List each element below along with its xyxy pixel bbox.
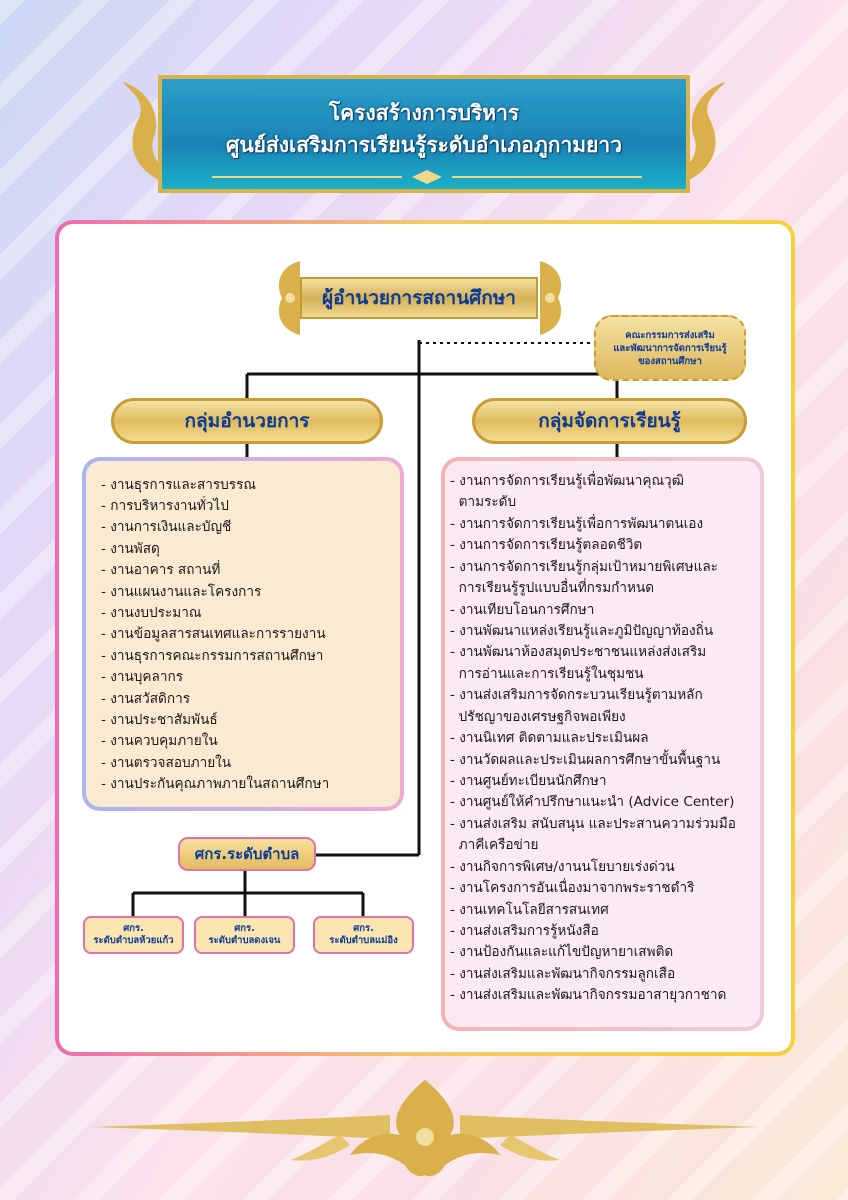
admin-item: - งานพัสดุ (101, 537, 160, 559)
learn-item: - งานส่งเสริมการรู้หนังสือ (450, 919, 599, 941)
learn-item: - งานส่งเสริม สนับสนุน และประสานความร่วม… (450, 812, 736, 834)
bottom-ornament (90, 1075, 760, 1180)
admin-item: - งานการเงินและบัญชี (101, 515, 231, 537)
learn-item: - งานเทคโนโลยีสารสนเทศ (450, 898, 609, 920)
admin-item: - การบริหารงานทั่วไป (101, 494, 229, 516)
learn-item: - งานศูนย์ทะเบียนนักศึกษา (450, 769, 606, 791)
learn-item: การเรียนรู้รูปแบบอื่นที่กรมกำหนด (450, 576, 654, 598)
learn-item: - งานส่งเสริมและพัฒนากิจกรรมอาสายุวกาชาด (450, 983, 726, 1005)
director-box: ผู้อำนวยการสถานศึกษา (300, 277, 538, 319)
learn-item: - งานเทียบโอนการศึกษา (450, 598, 594, 620)
subdistrict-heading: ศกร.ระดับตำบล (178, 837, 316, 871)
admin-item: - งานธุรการคณะกรรมการสถานศึกษา (101, 644, 323, 666)
admin-item: - งานงบประมาณ (101, 601, 202, 623)
learn-item: - งานป้องกันและแก้ไขปัญหายาเสพติด (450, 940, 673, 962)
subdistrict-unit-line2: ระดับตำบลดงเจน (209, 935, 281, 947)
learn-item: ภาคีเครือข่าย (450, 833, 538, 855)
subdistrict-unit-line1: ศกร. (123, 923, 144, 935)
subdistrict-unit-line1: ศกร. (353, 923, 374, 935)
director-right-ornament (538, 256, 568, 340)
learn-item: ปรัชญาของเศรษฐกิจพอเพียง (450, 705, 626, 727)
admin-group-heading: กลุ่มอำนวยการ (111, 398, 383, 444)
learn-item: การอ่านและการเรียนรู้ในชุมชน (450, 662, 644, 684)
subdistrict-unit-line1: ศกร. (234, 923, 255, 935)
learn-item: - งานการจัดการเรียนรู้กลุ่มเป้าหมายพิเศษ… (450, 555, 718, 577)
committee-line2: และพัฒนาการจัดการเรียนรู้ (613, 342, 726, 355)
admin-item: - งานบุคลากร (101, 665, 183, 687)
admin-item: - งานธุรการและสารบรรณ (101, 473, 256, 495)
committee-line3: ของสถานศึกษา (638, 355, 702, 368)
admin-item: - งานอาคาร สถานที่ (101, 558, 220, 580)
learn-item: - งานส่งเสริมและพัฒนากิจกรรมลูกเสือ (450, 962, 675, 984)
committee-line1: คณะกรรมการส่งเสริม (625, 329, 715, 342)
learn-item: - งานกิจการพิเศษ/งานนโยบายเร่งด่วน (450, 855, 675, 877)
learn-item: - งานการจัดการเรียนรู้เพื่อพัฒนาคุณวุฒิ (450, 469, 684, 491)
admin-item: - งานประกันคุณภาพภายในสถานศึกษา (101, 772, 329, 794)
committee-box: คณะกรรมการส่งเสริม และพัฒนาการจัดการเรีย… (594, 315, 746, 381)
learn-item: - งานโครงการอันเนื่องมาจากพระราชดำริ (450, 876, 694, 898)
director-left-ornament (272, 256, 302, 340)
learn-item: - งานนิเทศ ติดตามและประเมินผล (450, 726, 649, 748)
subdistrict-unit-line2: ระดับตำบลแม่อิง (329, 935, 398, 947)
admin-item: - งานข้อมูลสารสนเทศและการรายงาน (101, 622, 326, 644)
learn-item: - งานพัฒนาห้องสมุดประชาชนแหล่งส่งเสริม (450, 640, 706, 662)
learn-item: - งานการจัดการเรียนรู้เพื่อการพัฒนาตนเอง (450, 512, 703, 534)
learn-item: - งานการจัดการเรียนรู้ตลอดชีวิต (450, 533, 642, 555)
admin-item: - งานตรวจสอบภายใน (101, 751, 231, 773)
subdistrict-unit-dongjen: ศกร. ระดับตำบลดงเจน (194, 916, 295, 954)
learn-item: - งานศูนย์ให้คำปรึกษาแนะนำ (Advice Cente… (450, 790, 734, 812)
subdistrict-unit-maeing: ศกร. ระดับตำบลแม่อิง (313, 916, 414, 954)
learn-group-heading: กลุ่มจัดการเรียนรู้ (472, 398, 747, 444)
learn-item: - งานส่งเสริมการจัดกระบวนเรียนรู้ตามหลัก (450, 683, 703, 705)
learn-item: - งานวัดผลและประเมินผลการศึกษาขั้นพื้นฐา… (450, 748, 720, 770)
admin-item: - งานควบคุมภายใน (101, 729, 218, 751)
learn-item: - งานพัฒนาแหล่งเรียนรู้และภูมิปัญญาท้องถ… (450, 619, 713, 641)
subdistrict-unit-huaykaew: ศกร. ระดับตำบลห้วยแก้ว (83, 916, 184, 954)
subdistrict-unit-line2: ระดับตำบลห้วยแก้ว (93, 935, 173, 947)
admin-item: - งานสวัสดิการ (101, 687, 190, 709)
learn-item: ตามระดับ (450, 490, 516, 512)
admin-item: - งานประชาสัมพันธ์ (101, 708, 218, 730)
admin-item: - งานแผนงานและโครงการ (101, 580, 261, 602)
